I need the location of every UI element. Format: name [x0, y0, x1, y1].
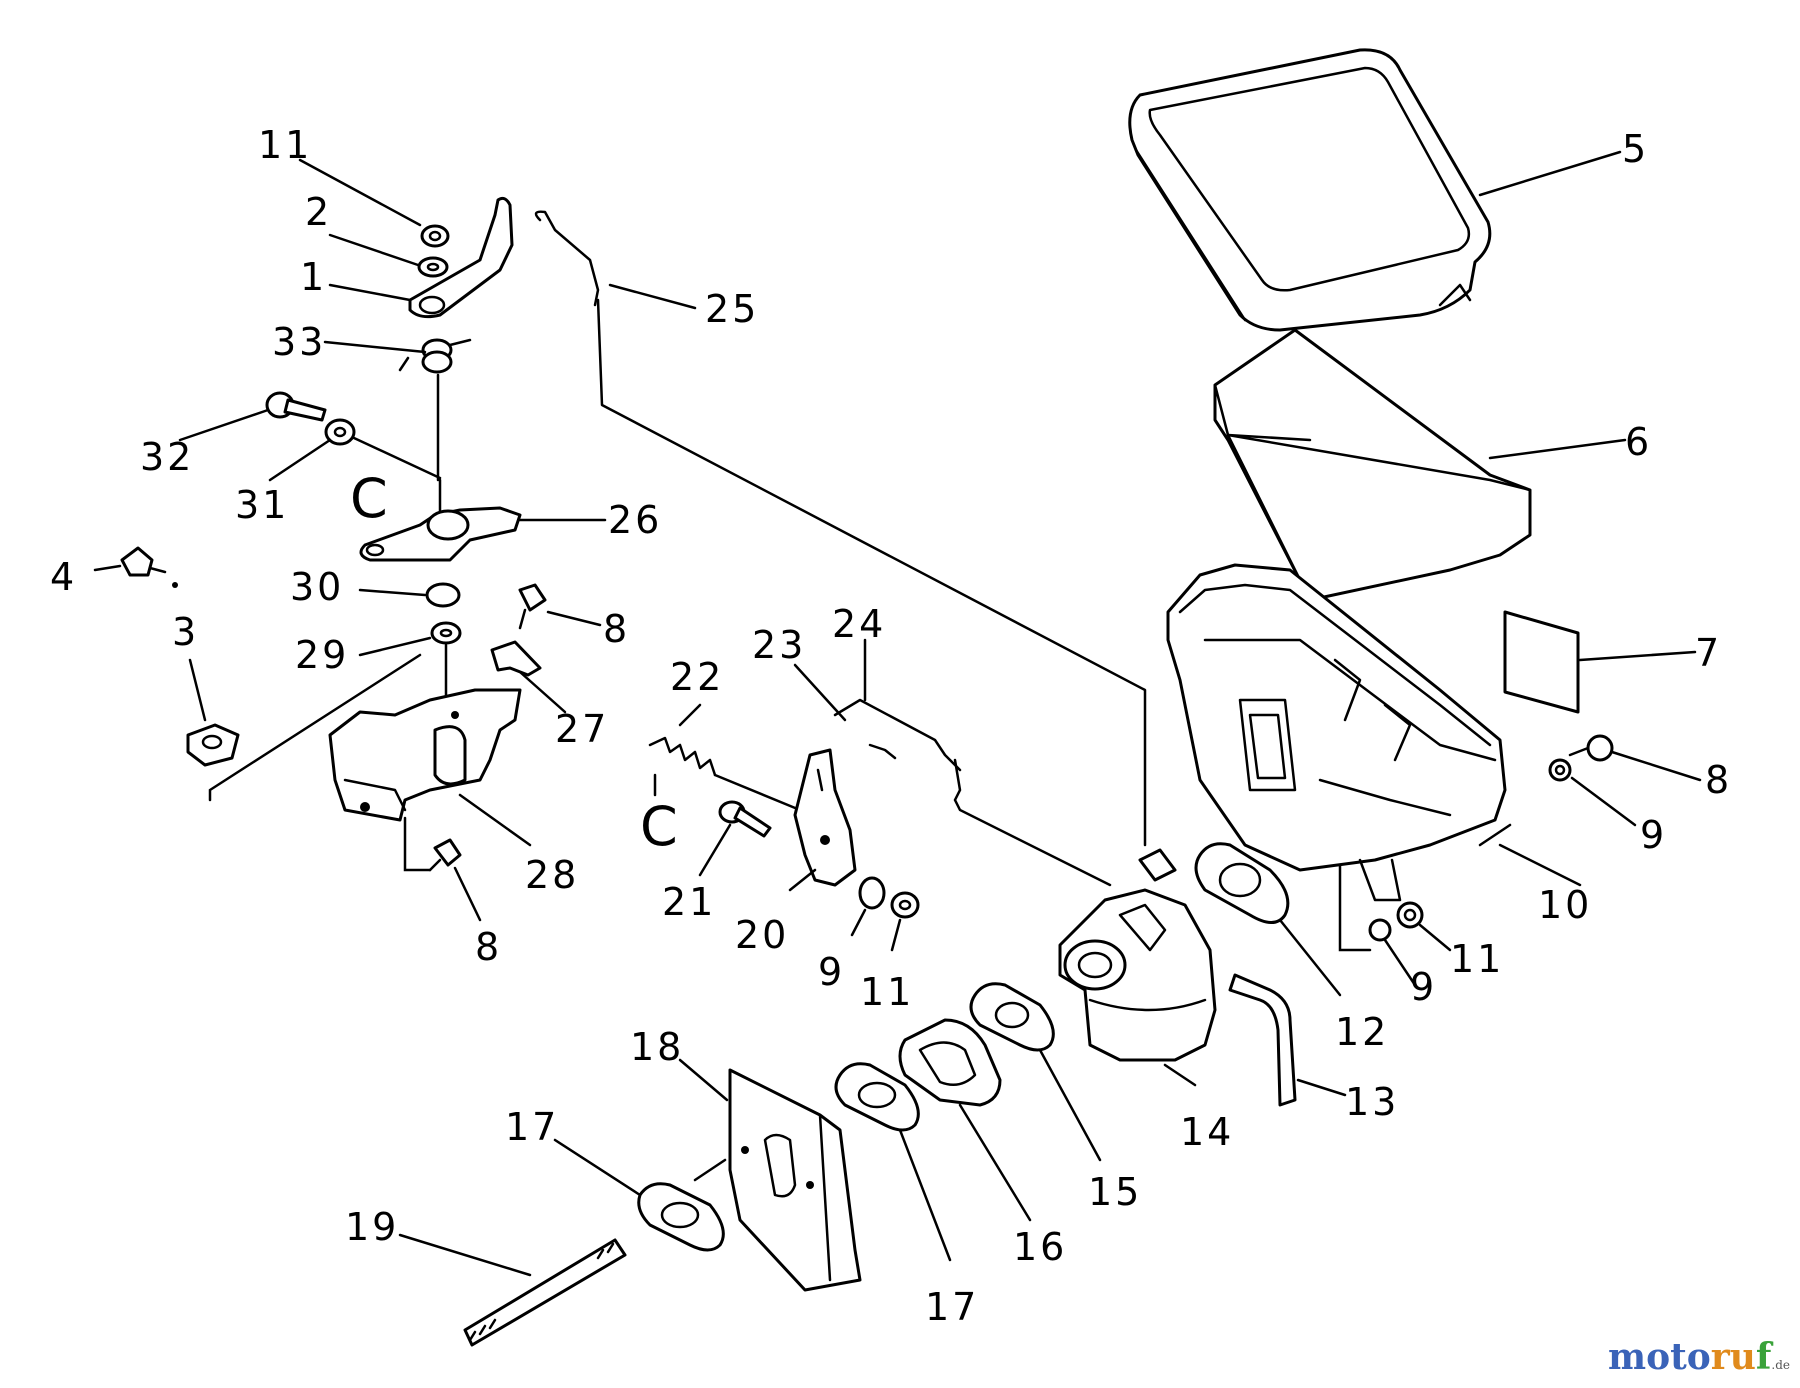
washer-right: [1548, 758, 1572, 782]
callout-17-lower: 17: [505, 1105, 559, 1149]
governor-lever-26: [359, 478, 522, 562]
carburetor: [1058, 848, 1217, 1062]
callout-15: 15: [1088, 1170, 1142, 1214]
callout-24: 24: [832, 602, 886, 646]
callout-33: 33: [272, 320, 326, 364]
callout-21: 21: [662, 880, 716, 924]
choke-lever-20: [793, 748, 857, 887]
callout-32: 32: [140, 435, 194, 479]
heat-shield: [728, 1068, 862, 1292]
screw-4: [120, 546, 178, 588]
gasket-17-upper: [834, 1062, 920, 1132]
washer-middle: [858, 876, 886, 910]
washer-29: [430, 621, 462, 645]
callout-14: 14: [1180, 1110, 1234, 1154]
callout-26: 26: [608, 498, 662, 542]
callout-2: 2: [305, 190, 332, 234]
callout-18: 18: [630, 1025, 684, 1069]
washer-lower-right: [1368, 918, 1392, 942]
air-filter-base: [1166, 563, 1507, 902]
callout-9-right: 9: [1640, 813, 1667, 857]
air-filter-cover: [1128, 48, 1492, 332]
callout-7: 7: [1695, 631, 1722, 675]
spring-link-24: [833, 698, 962, 772]
callout-11-middle: 11: [860, 970, 914, 1014]
circlip-c-lower: C: [640, 795, 678, 858]
gasket-17-lower: [637, 1182, 725, 1252]
nut-31: [324, 418, 356, 446]
callout-22: 22: [670, 655, 724, 699]
fuel-line: [1228, 973, 1297, 1107]
callout-9-lower: 9: [1410, 965, 1437, 1009]
callout-1: 1: [300, 255, 327, 299]
nut-lower-right: [1396, 901, 1424, 929]
callout-8-right: 8: [1705, 758, 1732, 802]
screw-8-middle: [518, 583, 547, 630]
callout-12: 12: [1335, 1010, 1389, 1054]
callout-13: 13: [1345, 1080, 1399, 1124]
callout-29: 29: [295, 633, 349, 677]
screw-21: [718, 800, 772, 838]
callout-27: 27: [555, 707, 609, 751]
callout-25: 25: [705, 287, 759, 331]
callout-11-top: 11: [258, 123, 312, 167]
link-rod-25: [534, 210, 600, 307]
washer-2: [417, 256, 449, 278]
callout-28: 28: [525, 853, 579, 897]
callout-17-upper: 17: [925, 1285, 979, 1329]
clip-3: [186, 723, 240, 767]
stud-bolt: [463, 1238, 627, 1347]
callout-16: 16: [1013, 1225, 1067, 1269]
screw-right: [1568, 734, 1614, 762]
callout-5: 5: [1622, 127, 1649, 171]
callout-4: 4: [50, 555, 77, 599]
spring-22: [648, 736, 717, 777]
gasket-12: [1194, 842, 1290, 924]
callout-8-middle: 8: [603, 607, 630, 651]
callout-23: 23: [752, 623, 806, 667]
callout-11-lower: 11: [1450, 937, 1504, 981]
control-bracket-28: [328, 688, 522, 822]
callout-6: 6: [1625, 420, 1652, 464]
insulator-16: [898, 1018, 1002, 1107]
screw-8-lower: [428, 838, 462, 872]
throttle-link-rod: [596, 298, 1147, 847]
callout-9-middle: 9: [818, 950, 845, 994]
bracket-27: [490, 640, 542, 677]
spring-33: [398, 338, 472, 374]
circlip-c-upper: C: [350, 467, 388, 530]
nut-top: [420, 224, 450, 248]
nut-middle: [890, 891, 920, 919]
label-decal: [1503, 610, 1580, 714]
watermark-logo: motoruf.de: [1608, 1336, 1790, 1378]
callout-3: 3: [172, 610, 199, 654]
washer-30: [425, 582, 461, 608]
filter-element: [1213, 328, 1532, 602]
screw-32: [265, 391, 327, 422]
callout-31: 31: [235, 483, 289, 527]
callout-19: 19: [345, 1205, 399, 1249]
control-lever: [408, 196, 514, 319]
callout-8-lower: 8: [475, 925, 502, 969]
callout-20: 20: [735, 913, 789, 957]
callout-10: 10: [1538, 883, 1592, 927]
gasket-15: [969, 982, 1055, 1052]
callout-30: 30: [290, 565, 344, 609]
